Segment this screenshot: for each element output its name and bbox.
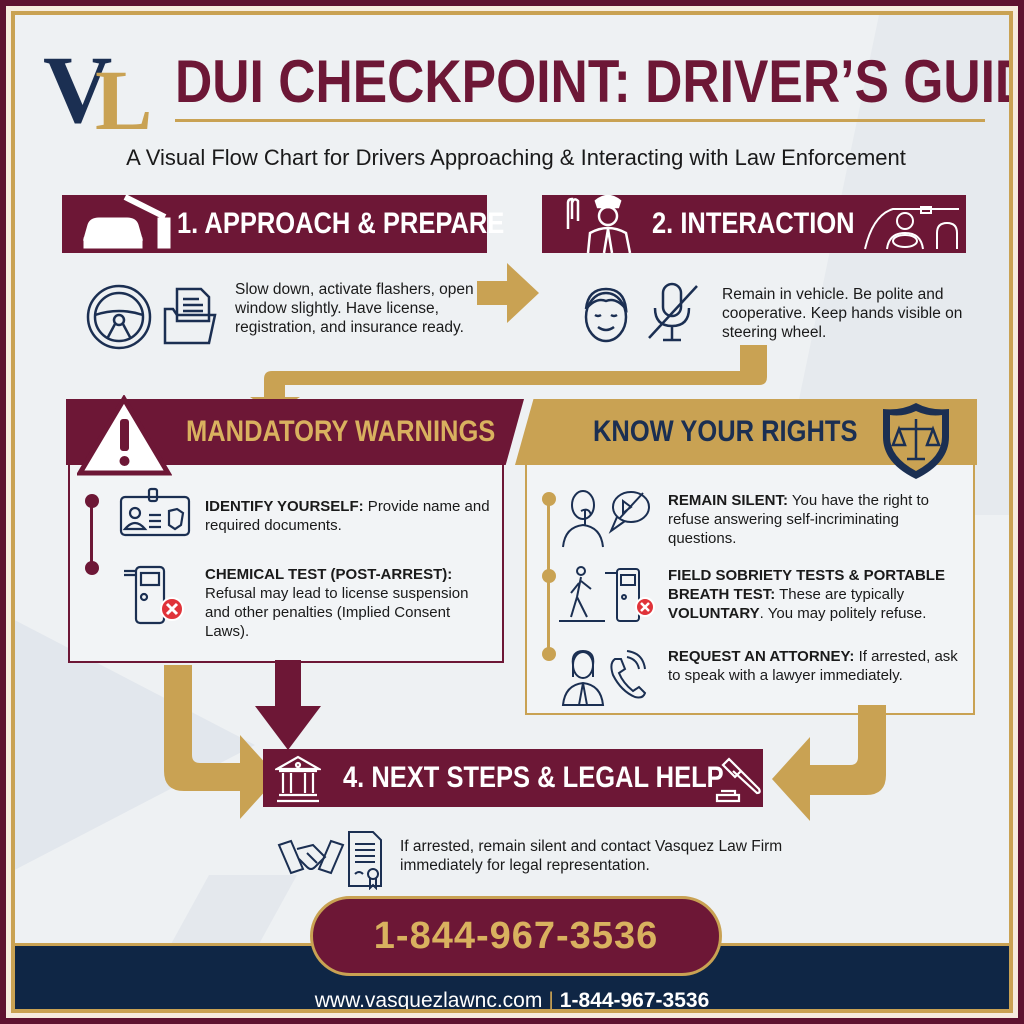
rights-title: KNOW YOUR RIGHTS (593, 415, 858, 448)
rights-item-sobriety: FIELD SOBRIETY TESTS & PORTABLE BREATH T… (668, 567, 945, 622)
gavel-icon (715, 755, 763, 803)
warning-item-identify: IDENTIFY YOURSELF: Provide name and requ… (205, 498, 490, 534)
page-subtitle: A Visual Flow Chart for Drivers Approach… (126, 145, 906, 170)
timeline-dot (542, 569, 556, 583)
step-2-title: 2. INTERACTION (652, 207, 855, 240)
steering-wheel-icon (85, 283, 153, 351)
logo-l: L (95, 52, 153, 148)
step-4-title: 4. NEXT STEPS & LEGAL HELP (343, 761, 724, 794)
step-4-text: If arrested, remain silent and contact V… (400, 838, 783, 874)
flow-arrow-right-icon (477, 263, 542, 323)
warnings-title: MANDATORY WARNINGS (186, 415, 496, 448)
id-card-icon (119, 487, 191, 537)
car-checkpoint-icon (75, 189, 180, 251)
flow-connector-arrow-icon (250, 345, 790, 413)
lawyer-phone-icon (561, 647, 653, 707)
phone-number: 1-844-967-3536 (373, 914, 659, 957)
footer-contact: www.vasquezlawnc.com|1-844-967-3536 (15, 988, 1009, 1012)
timeline-dot (85, 494, 99, 508)
title-divider (175, 119, 985, 122)
courthouse-icon (275, 755, 321, 803)
rights-item-silent: REMAIN SILENT: You have the right to ref… (668, 492, 929, 547)
driver-in-car-icon (863, 205, 963, 251)
warnings-timeline (90, 501, 93, 567)
walking-test-icon (557, 565, 657, 623)
justice-shield-icon (881, 401, 951, 481)
flow-arrow-right-to-step4-icon (770, 705, 890, 823)
footer-separator: | (548, 989, 554, 1012)
infographic: V L DUI CHECKPOINT: DRIVER’S GUIDE A Vis… (11, 11, 1013, 1013)
document-folder-icon (161, 285, 219, 347)
website-link[interactable]: www.vasquezlawnc.com (314, 989, 543, 1012)
timeline-dot (542, 647, 556, 661)
breathalyzer-refuse-icon (122, 563, 190, 625)
footer-phone-link[interactable]: 1-844-967-3536 (559, 989, 710, 1012)
vl-logo: V L (43, 36, 173, 146)
handshake-icon (277, 835, 345, 879)
calm-face-icon (580, 283, 632, 345)
legal-document-icon (345, 830, 385, 890)
warnings-header: MANDATORY WARNINGS (66, 399, 524, 465)
rights-box (525, 463, 975, 715)
warning-item-chemical: CHEMICAL TEST (POST-ARREST): Refusal may… (205, 566, 469, 640)
timeline-dot (542, 492, 556, 506)
step-4-banner: 4. NEXT STEPS & LEGAL HELP (263, 749, 763, 807)
logo-v: V (43, 36, 113, 143)
rights-item-attorney: REQUEST AN ATTORNEY: If arrested, ask to… (668, 648, 958, 684)
step-2-text: Remain in vehicle. Be polite and coopera… (722, 286, 963, 341)
flow-arrow-down-icon (255, 660, 321, 752)
muted-microphone-icon (645, 280, 700, 345)
step-1-title: 1. APPROACH & PREPARE (177, 207, 505, 240)
timeline-dot (85, 561, 99, 575)
silent-person-icon (561, 485, 653, 549)
flow-arrow-left-to-step4-icon (160, 665, 280, 820)
police-officer-icon (560, 189, 640, 255)
page-title: DUI CHECKPOINT: DRIVER’S GUIDE (175, 48, 1013, 115)
step-1-text: Slow down, activate flashers, open windo… (235, 281, 474, 336)
warning-triangle-icon (77, 395, 172, 477)
phone-call-button[interactable]: 1-844-967-3536 (310, 896, 722, 976)
